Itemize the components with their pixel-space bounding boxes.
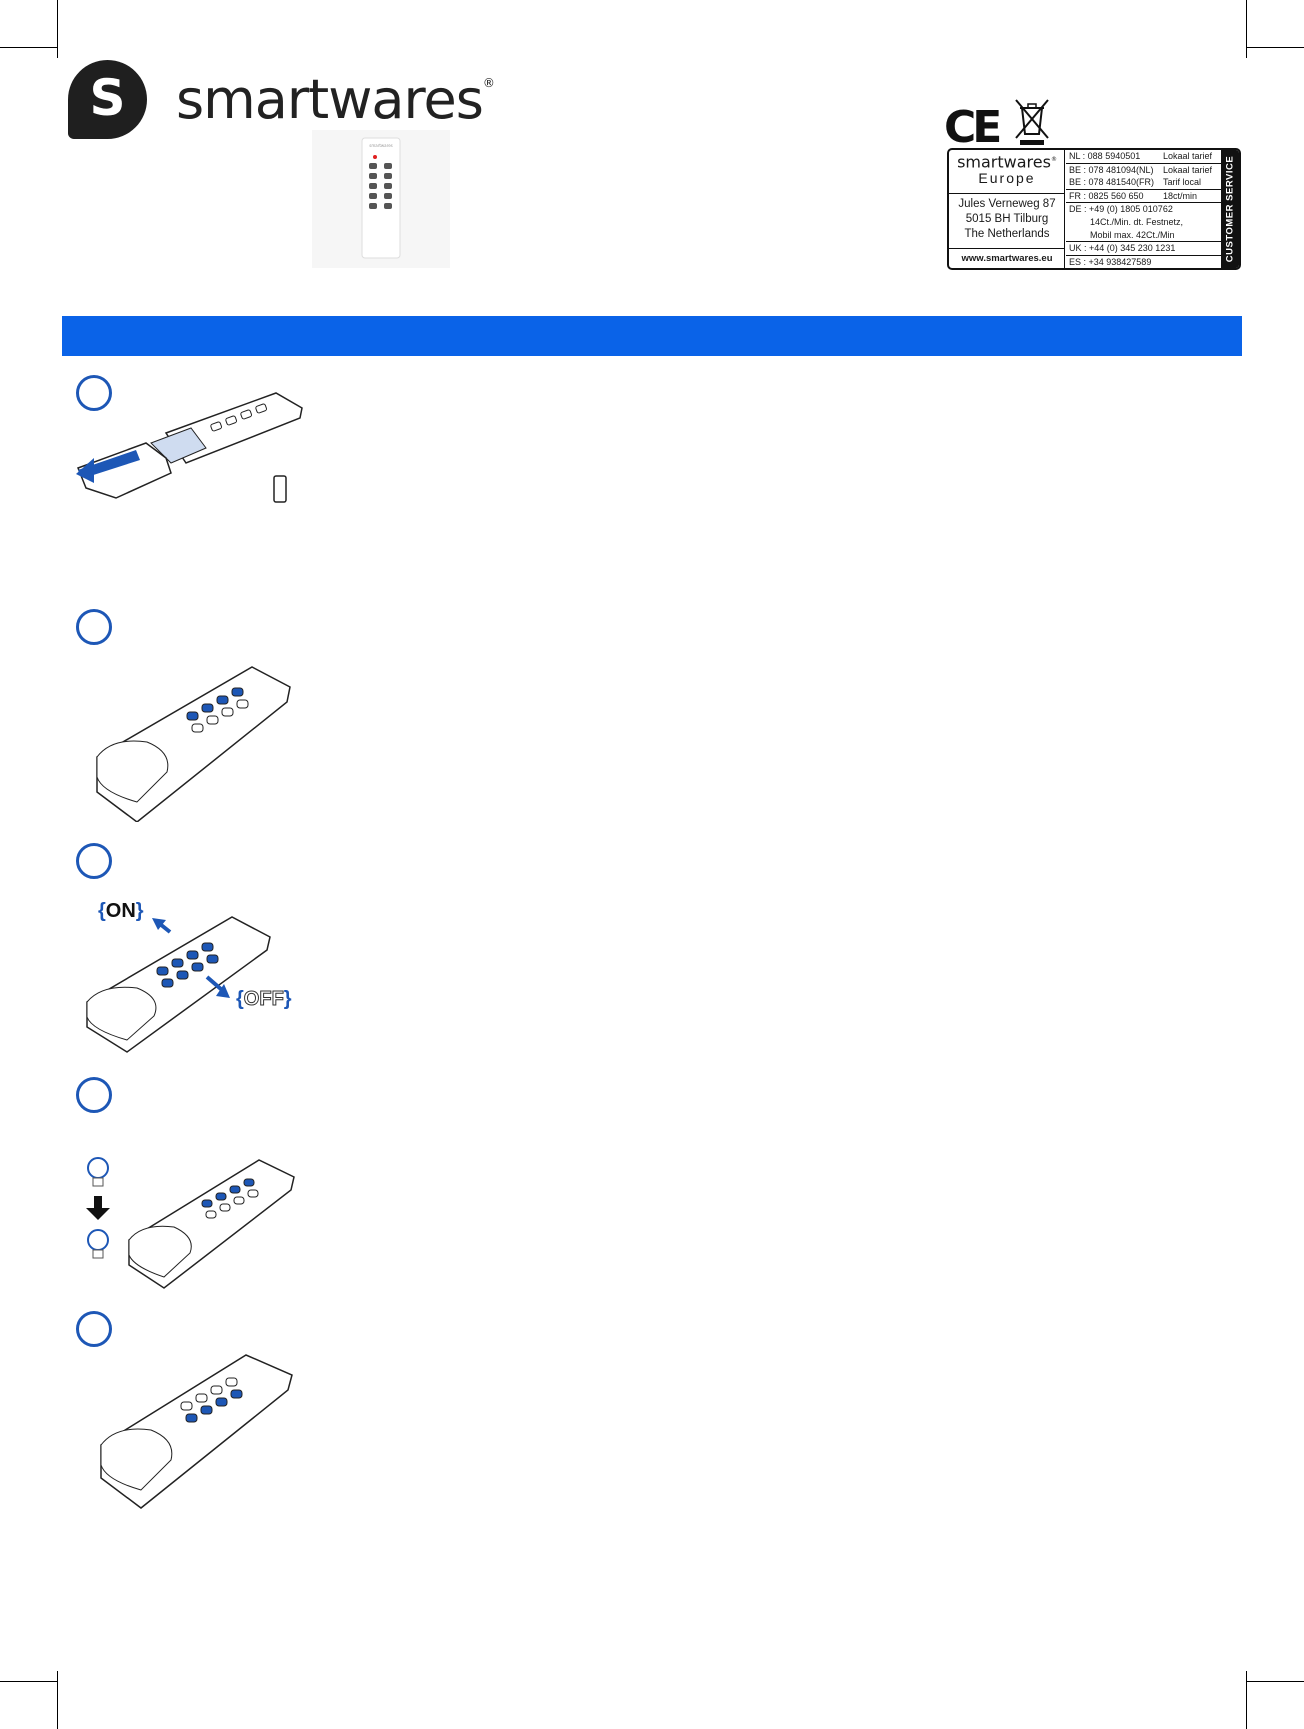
crop-mark xyxy=(1246,1671,1247,1729)
step-3-off-label: {OFF} xyxy=(236,988,292,1011)
crop-mark xyxy=(0,1681,58,1682)
cs-row: BE : 078 481540(FR)Tarif local xyxy=(1069,177,1202,188)
step-1-marker xyxy=(76,375,112,411)
step-4-bulb-icon xyxy=(84,1228,112,1267)
crop-mark xyxy=(1246,1681,1304,1682)
weee-bin-icon xyxy=(1012,98,1052,151)
step-1-illustration xyxy=(76,388,316,533)
crop-mark xyxy=(57,1671,58,1729)
product-photo: smartwares xyxy=(312,130,450,268)
cs-region: Europe xyxy=(978,170,1036,186)
cs-row: Mobil max. 42Ct./Min xyxy=(1090,229,1175,240)
step-5-illustration xyxy=(96,1350,296,1515)
cs-address: Jules Verneweg 87 5015 BH Tilburg The Ne… xyxy=(949,193,1065,242)
step-2-marker xyxy=(76,609,112,645)
customer-service-box: smartwares® Europe Jules Verneweg 87 501… xyxy=(947,148,1241,270)
cs-row: BE : 078 481094(NL)Lokaal tarief xyxy=(1066,162,1223,177)
step-4-marker xyxy=(76,1077,112,1113)
crop-mark xyxy=(0,47,58,48)
cs-row: ES : +34 938427589 xyxy=(1066,254,1223,268)
cs-side-label: CUSTOMER SERVICE xyxy=(1221,150,1239,268)
battery-icon xyxy=(273,475,287,503)
cs-address-panel: smartwares® Europe Jules Verneweg 87 501… xyxy=(949,150,1065,268)
ce-mark: CE xyxy=(944,102,1002,153)
cs-row: UK : +44 (0) 345 230 1231 xyxy=(1066,241,1223,255)
cs-row: DE : +49 (0) 1805 010762 xyxy=(1066,202,1223,216)
brand-logo: smartwares® xyxy=(176,68,495,131)
cs-website: www.smartwares.eu xyxy=(949,248,1065,268)
step-2-illustration xyxy=(92,662,292,827)
section-header-bar xyxy=(62,316,1242,356)
step-3-illustration xyxy=(82,912,292,1062)
brand-mark: S xyxy=(68,60,147,139)
step-3-marker xyxy=(76,843,112,879)
arrow-down-icon xyxy=(86,1196,110,1225)
step-3-on-label: {ON} xyxy=(98,900,144,922)
product-label: smartwares xyxy=(369,143,392,148)
crop-mark xyxy=(1246,0,1247,58)
step-5-marker xyxy=(76,1311,112,1347)
step-4-illustration xyxy=(124,1155,299,1295)
crop-mark xyxy=(57,0,58,58)
crop-mark xyxy=(1246,47,1304,48)
step-4-bulb-icon xyxy=(84,1156,112,1195)
cs-brand: smartwares® xyxy=(957,152,1057,172)
cs-row: 14Ct./Min. dt. Festnetz, xyxy=(1090,216,1184,227)
